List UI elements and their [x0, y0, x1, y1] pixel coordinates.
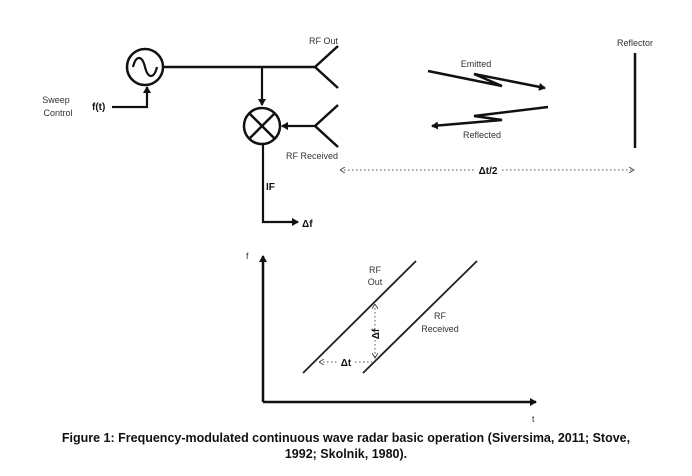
rf-received-ramp: [362, 260, 478, 374]
reflected-wave-icon: [431, 105, 549, 130]
graph-y-label: f: [246, 251, 249, 261]
graph-rf-received-label-2: Received: [421, 324, 459, 334]
graph-rf-received-label-1: RF: [434, 311, 446, 321]
emitted-wave-icon: [427, 69, 546, 91]
rf-out-label: RF Out: [309, 36, 339, 46]
reflector-label: Reflector: [617, 38, 653, 48]
graph-x-label: t: [532, 414, 535, 424]
delta-f-output-label: Δf: [302, 219, 313, 230]
caption-line-1: Figure 1: Frequency-modulated continuous…: [61, 431, 631, 445]
half-delay-label: Δt/2: [479, 166, 498, 177]
rf-received-antenna-icon: [314, 104, 339, 148]
sweep-control-label-1: Sweep: [42, 95, 70, 105]
rf-out-antenna-icon: [314, 45, 339, 89]
graph-rf-out-label-1: RF: [369, 265, 381, 275]
rf-received-label: RF Received: [286, 151, 338, 161]
rf-out-ramp: [302, 260, 417, 374]
emitted-label: Emitted: [461, 59, 492, 69]
if-output-arrow: [261, 144, 299, 226]
ft-label: f(t): [92, 102, 105, 113]
graph-delta-t-label: Δt: [341, 358, 352, 369]
oscillator-icon: [125, 47, 165, 87]
if-label: IF: [266, 182, 275, 193]
sweep-control-arrow: [112, 86, 151, 109]
figure-caption: Figure 1: Frequency-modulated continuous…: [0, 430, 692, 462]
caption-line-2: 1992; Skolnik, 1980).: [284, 447, 408, 461]
graph-rf-out-label-2: Out: [368, 277, 383, 287]
reflected-label: Reflected: [463, 130, 501, 140]
graph-delta-f-label: Δf: [371, 328, 382, 339]
sweep-control-label-2: Control: [43, 108, 72, 118]
mixer-icon: [242, 106, 282, 146]
